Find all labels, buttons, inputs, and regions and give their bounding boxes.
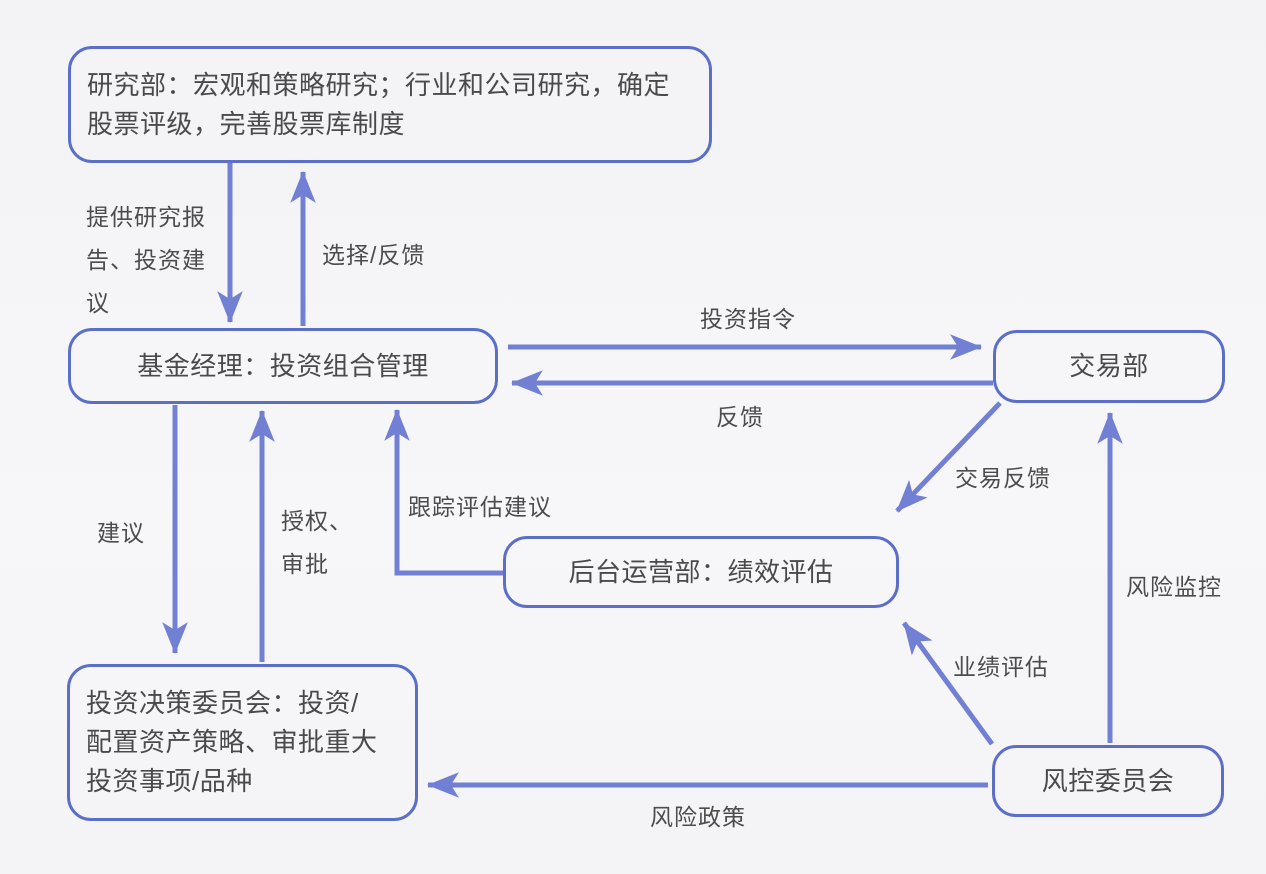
edge-label-trade-to-pm-feedback: 反馈 — [716, 404, 764, 430]
edge-label-trade-feedback: 交易反馈 — [955, 465, 1051, 491]
node-risk-committee: 风控委员会 — [992, 745, 1224, 817]
node-trading-dept: 交易部 — [993, 330, 1225, 403]
node-investment-committee: 投资决策委员会：投资/ 配置资产策略、审批重大 投资事项/品种 — [67, 664, 418, 821]
edge-label-provide-research: 提供研究报 告、投资建 议 — [86, 204, 206, 316]
edge-label-authorize-approve: 授权、 审批 — [281, 508, 353, 577]
edge-label-select-feedback: 选择/反馈 — [322, 242, 426, 268]
edge-label-track-eval-suggest: 跟踪评估建议 — [408, 494, 552, 520]
edge-label-invest-order: 投资指令 — [700, 306, 796, 332]
edge-label-risk-monitor: 风险监控 — [1126, 574, 1222, 600]
node-back-office: 后台运营部：绩效评估 — [503, 536, 899, 608]
node-fund-manager: 基金经理：投资组合管理 — [68, 328, 498, 404]
node-research-dept: 研究部：宏观和策略研究；行业和公司研究，确定 股票评级，完善股票库制度 — [68, 46, 712, 163]
edge-label-risk-policy: 风险政策 — [650, 804, 746, 830]
arrow-track-eval-suggest — [384, 408, 503, 576]
arrow-performance-eval — [901, 621, 995, 746]
edge-label-suggest: 建议 — [97, 520, 145, 546]
edge-label-performance-eval: 业绩评估 — [953, 654, 1049, 680]
arrow-trade-feedback — [895, 401, 1002, 513]
